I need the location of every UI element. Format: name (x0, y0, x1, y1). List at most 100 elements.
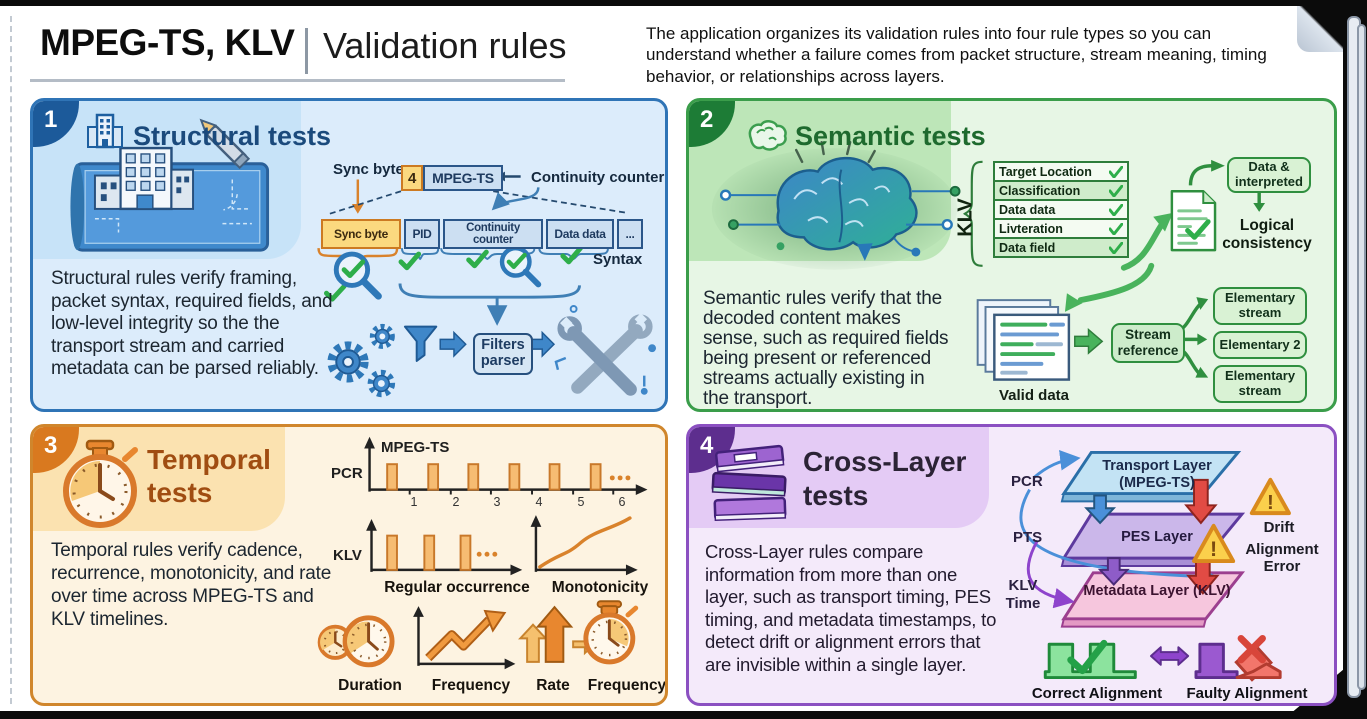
frequency-stopwatch-icon (583, 600, 639, 665)
klv-field-label: Data field (999, 240, 1056, 255)
rate-label: Rate (536, 677, 570, 694)
semantic-badge-number: 2 (700, 106, 714, 133)
klv-field-label: Livteration (999, 221, 1063, 236)
logical-consistency-label: Logical consistency (1222, 217, 1312, 252)
temporal-badge-number: 3 (44, 432, 58, 459)
tick-label: 6 (618, 495, 626, 509)
klv-time-label: KLV Time (1005, 577, 1041, 612)
rate-arrows-icon (518, 605, 597, 663)
tick-label: 5 (577, 495, 585, 509)
packet-field: PID (404, 219, 440, 249)
tick-label: 1 (410, 495, 418, 509)
flow-arrow-1 (439, 330, 467, 358)
cross-layer-description: Cross-Layer rules compare information fr… (705, 541, 997, 675)
magnifier-check-icon (333, 251, 382, 300)
structural-description: Structural rules verify framing, packet … (51, 268, 333, 379)
blue-brace-2 (440, 248, 536, 260)
tick-label: 4 (535, 495, 543, 509)
counter-value-box: 4 (401, 165, 423, 191)
blue-brace-1 (400, 248, 440, 261)
klv-timeline (366, 519, 523, 576)
elementary-stream-box: Elementary 2 (1213, 331, 1307, 359)
klv-field-row: Target Location (993, 161, 1129, 182)
building-icon (87, 113, 123, 149)
monotonicity-label: Monotonicity (551, 579, 649, 596)
document-check-icon (1170, 190, 1217, 252)
left-dashed-edge (10, 16, 12, 704)
klv-field-row: Data field (993, 237, 1129, 258)
blue-down-arrow (1084, 494, 1117, 525)
wrenches-icon (554, 305, 657, 396)
monotonicity-plot (530, 515, 638, 576)
funnel-icon (403, 325, 438, 362)
green-checks (323, 245, 583, 302)
sync-byte-top-label: Sync byte (333, 161, 404, 178)
paper-sheet-back-2 (1357, 24, 1366, 690)
klv-field-row: Classification (993, 180, 1129, 201)
converge-bracket (398, 283, 581, 299)
panel-semantic: 2 Semantic tests Semantic rules verify t… (686, 98, 1337, 412)
klv-field-table: Target Location Classification Data data… (993, 161, 1129, 258)
klv-axis-label: KLV (333, 547, 362, 564)
stopwatch-icon (63, 439, 138, 528)
double-arrow-icon (1149, 646, 1190, 666)
valid-data-label: Valid data (998, 387, 1070, 404)
svg-text:!: ! (1267, 491, 1274, 514)
orange-brace (317, 248, 399, 265)
klv-field-row: Data data (993, 199, 1129, 220)
duration-label: Duration (338, 677, 402, 694)
pes-layer-label: PES Layer (1121, 529, 1193, 545)
intro-paragraph: The application organizes its validation… (646, 24, 1267, 86)
check-icon (1109, 203, 1123, 216)
drift-label: Drift (1263, 519, 1295, 536)
tick-label: 3 (493, 495, 501, 509)
elementary-stream-box: Elementary stream (1213, 287, 1307, 325)
panel-structural: 1 Structural tests Structural rules veri… (30, 98, 668, 412)
structural-title: Structural tests (133, 121, 332, 151)
packet-type-box: MPEG-TS (423, 165, 503, 191)
data-interpreted-box: Data & interpreted (1227, 157, 1311, 193)
check-icon (1109, 222, 1123, 235)
metadata-layer-label: Metadata Layer (KLV) (1083, 583, 1231, 599)
packet-field: ... (617, 219, 643, 249)
pcr-label: PCR (1011, 473, 1043, 490)
packet-field: Continuity counter (443, 219, 543, 249)
correct-alignment-label: Correct Alignment (1031, 685, 1163, 702)
page-title: MPEG-TS, KLV (40, 22, 295, 63)
pcr-axis-label: PCR (331, 465, 363, 482)
filters-parser-box: Filters parser (473, 333, 533, 375)
syntax-label: Syntax (593, 251, 643, 268)
klv-field-label: Data data (999, 202, 1056, 217)
page-subtitle: Validation rules (323, 25, 567, 66)
check-icon (1109, 184, 1123, 197)
correct-alignment-icon (1043, 639, 1137, 680)
frequency-chart-icon (413, 606, 516, 670)
panel-temporal: 3 Temporal tests Temporal rules verify c… (30, 424, 668, 706)
semantic-title: Semantic tests (795, 121, 986, 151)
page-curl-corner (1297, 6, 1343, 52)
elementary-stream-box: Elementary stream (1213, 365, 1307, 403)
purple-down-arrow (1097, 557, 1130, 587)
packet-field: Sync byte (321, 219, 401, 249)
valid-data-docs-icon (976, 299, 1071, 381)
panel-cross-layer: ! ! 4 (686, 424, 1337, 706)
mpegts-axis-label: MPEG-TS (381, 439, 450, 456)
pts-label: PTS (1013, 529, 1043, 546)
faulty-alignment-icon (1194, 634, 1282, 682)
frequency-label: Frequency (587, 677, 667, 694)
structural-badge-number: 1 (44, 106, 58, 133)
regular-occurrence-label: Regular occurrence (384, 579, 530, 596)
alignment-error-label: Alignment Error (1245, 541, 1319, 576)
check-icon (1109, 241, 1123, 254)
books-icon (711, 444, 787, 522)
header-underline (30, 79, 565, 82)
frequency-label: Frequency (431, 677, 511, 694)
stream-reference-box: Stream reference (1111, 323, 1185, 363)
faulty-alignment-label: Faulty Alignment (1186, 685, 1308, 702)
dashed-connectors (326, 190, 627, 216)
packet-field: Data data (546, 219, 614, 249)
klv-axis-label: KLV (954, 198, 977, 237)
continuity-top-label: Continuity counter (531, 169, 665, 186)
transport-layer-label: Transport Layer (MPEG-TS) (1102, 458, 1212, 491)
temporal-description: Temporal rules verify cadence, recurrenc… (51, 540, 332, 630)
